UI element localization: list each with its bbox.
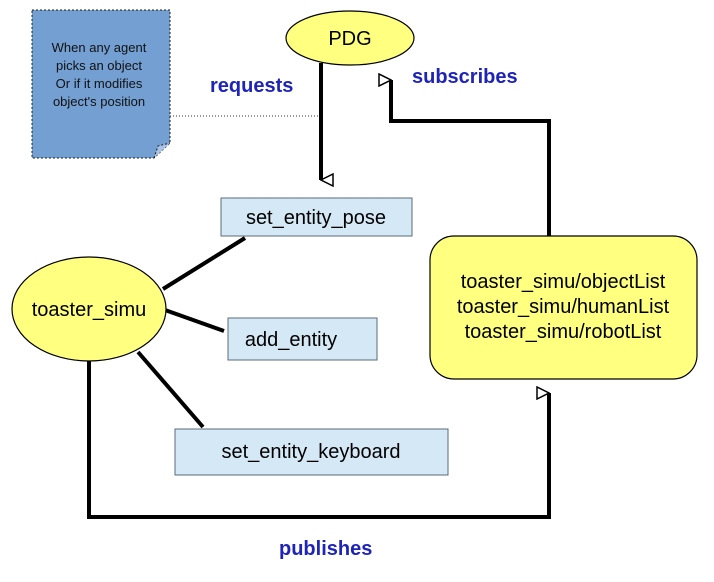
set-entity-keyboard-box: set_entity_keyboard <box>174 428 449 476</box>
link-set-entity-keyboard <box>136 350 205 429</box>
requests-label: requests <box>210 75 293 97</box>
topic-robot-list: toaster_simu/robotList <box>465 321 662 343</box>
set-entity-pose-label: set_entity_pose <box>246 207 386 229</box>
link-add-entity <box>164 308 225 333</box>
topic-object-list: toaster_simu/objectList <box>461 271 666 293</box>
topic-human-list: toaster_simu/humanList <box>457 296 670 318</box>
subscribes-label: subscribes <box>412 66 518 88</box>
note: When any agent picks an object Or if it … <box>31 9 171 159</box>
add-entity-box: add_entity <box>227 317 378 361</box>
toaster-simu-label: toaster_simu <box>32 299 147 321</box>
note-line-3: Or if it modifies <box>56 76 143 91</box>
set-entity-pose-box: set_entity_pose <box>220 197 413 237</box>
link-set-entity-pose <box>161 236 247 291</box>
toaster-simu-node: toaster_simu <box>11 256 167 362</box>
note-line-4: object's position <box>53 94 145 109</box>
topics-box: toaster_simu/objectList toaster_simu/hum… <box>429 235 698 380</box>
pdg-node: PDG <box>285 10 415 66</box>
publishes-label: publishes <box>279 538 372 560</box>
subscribes-arrow <box>391 80 551 236</box>
pdg-label: PDG <box>328 28 371 50</box>
set-entity-keyboard-label: set_entity_keyboard <box>221 441 400 463</box>
note-line-2: picks an object <box>56 58 142 73</box>
publishes-arrow <box>87 360 551 519</box>
note-fold <box>153 142 171 159</box>
add-entity-label: add_entity <box>245 329 337 351</box>
note-line-1: When any agent <box>52 40 147 55</box>
